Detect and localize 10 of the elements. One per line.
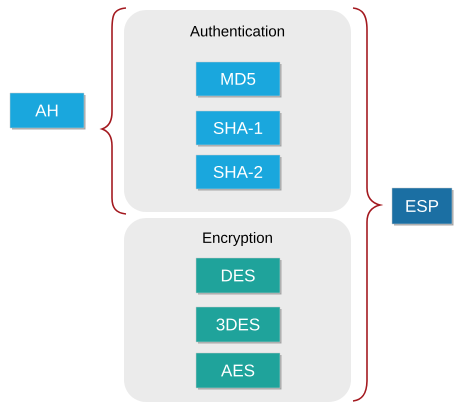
algorithm-box: MD5 — [196, 62, 282, 98]
algorithm-box: 3DES — [196, 306, 282, 344]
algorithm-box: SHA-2 — [196, 154, 282, 190]
algorithm-box: AES — [196, 352, 282, 390]
algorithm-box: ESP — [392, 188, 454, 226]
algorithm-box: AH — [10, 92, 86, 130]
panel-heading: Authentication — [190, 25, 284, 36]
panel-heading: Encryption — [203, 232, 272, 246]
algorithm-box: SHA-1 — [196, 110, 282, 146]
algorithm-box: DES — [196, 258, 282, 294]
